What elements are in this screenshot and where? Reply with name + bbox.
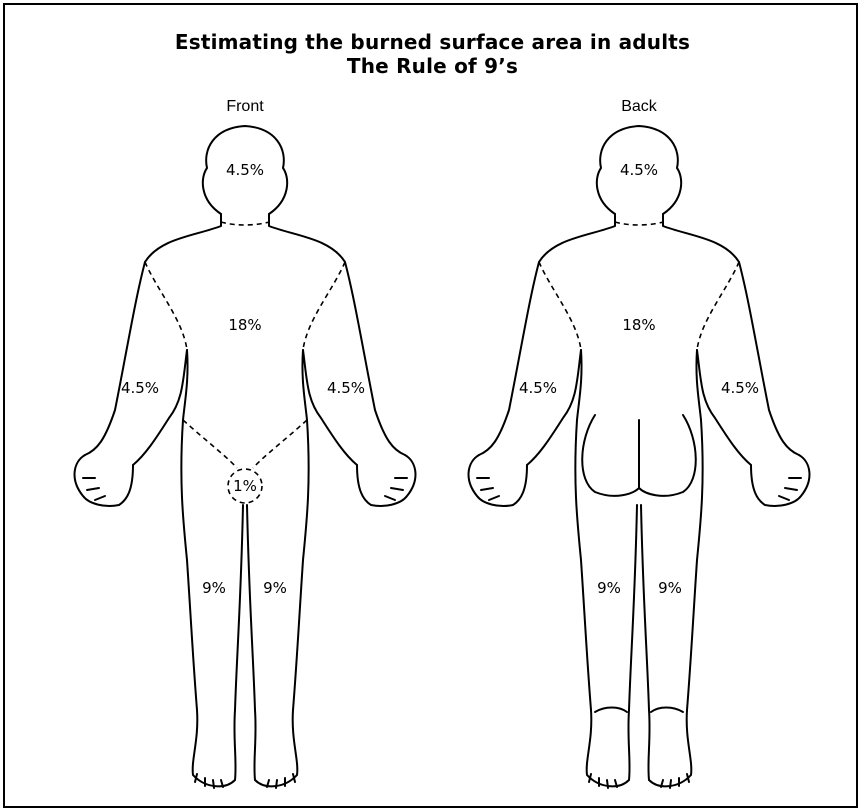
front-right-arm-percent: 4.5%: [327, 379, 365, 397]
back-left-arm-percent: 4.5%: [519, 379, 557, 397]
front-genital-percent: 1%: [233, 477, 257, 495]
back-right-arm-percent: 4.5%: [721, 379, 759, 397]
front-head-percent: 4.5%: [226, 161, 264, 179]
front-torso-percent: 18%: [228, 316, 261, 334]
front-view-label: Front: [226, 98, 264, 115]
back-head-percent: 4.5%: [620, 161, 658, 179]
back-right-leg-percent: 9%: [658, 579, 682, 597]
back-figure: [469, 126, 810, 788]
front-figure: [75, 126, 416, 788]
back-torso-percent: 18%: [622, 316, 655, 334]
front-left-leg-percent: 9%: [202, 579, 226, 597]
back-view-label: Back: [621, 98, 658, 115]
front-right-leg-percent: 9%: [263, 579, 287, 597]
front-left-arm-percent: 4.5%: [121, 379, 159, 397]
back-left-leg-percent: 9%: [597, 579, 621, 597]
